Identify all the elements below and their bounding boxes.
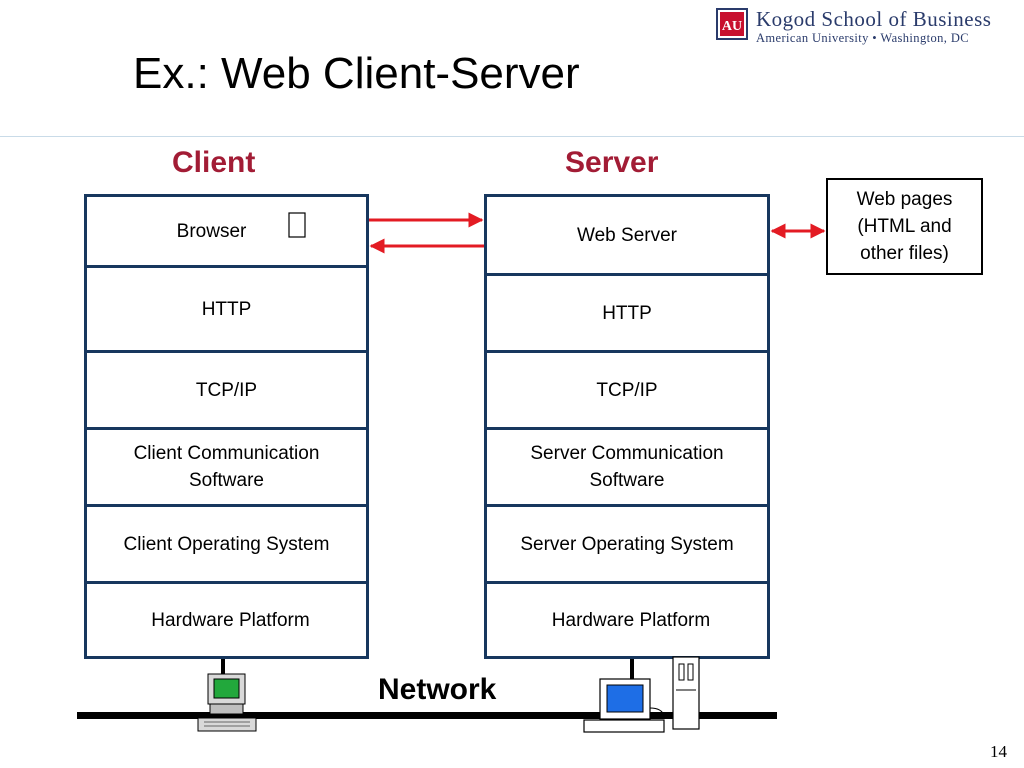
title-divider	[0, 136, 1024, 137]
broken-glyph-icon	[288, 212, 306, 238]
server-layer-label: TCP/IP	[596, 379, 658, 401]
client-layer-browser: Browser	[87, 197, 366, 265]
server-layer-os: Server Operating System	[487, 504, 767, 581]
server-layer-comm-software: Server Communication Software	[487, 427, 767, 504]
client-layer-label: Client Communication Software	[133, 443, 320, 491]
server-layer-label: Server Communication Software	[530, 443, 724, 491]
network-line	[77, 659, 777, 719]
server-layer-label: Server Operating System	[520, 533, 734, 555]
server-layer-http: HTTP	[487, 273, 767, 350]
client-stack: Browser HTTP TCP/IP Client Communication…	[84, 194, 369, 659]
server-layer-hardware: Hardware Platform	[487, 581, 767, 656]
page-number: 14	[990, 742, 1007, 761]
logo-school-name: Kogod School of Business	[756, 7, 992, 31]
server-layer-tcpip: TCP/IP	[487, 350, 767, 427]
client-layer-label: Browser	[176, 220, 247, 242]
logo-university: American University • Washington, DC	[756, 31, 969, 45]
au-logo-icon: AU	[716, 8, 748, 40]
slide-title: Ex.: Web Client-Server	[133, 49, 580, 98]
client-layer-label: HTTP	[201, 298, 252, 320]
server-stack: Web Server HTTP TCP/IP Server Communicat…	[484, 194, 770, 659]
client-layer-hardware: Hardware Platform	[87, 581, 366, 656]
web-pages-box: Web pages (HTML and other files)	[826, 178, 983, 275]
client-layer-label: Hardware Platform	[151, 609, 310, 631]
network-label: Network	[378, 673, 497, 706]
client-computer-icon	[197, 673, 257, 732]
client-layer-comm-software: Client Communication Software	[87, 427, 366, 504]
server-layer-web-server: Web Server	[487, 197, 767, 273]
client-layer-tcpip: TCP/IP	[87, 350, 366, 427]
client-heading: Client	[172, 146, 256, 179]
server-layer-label: HTTP	[602, 302, 652, 324]
server-heading: Server	[565, 146, 659, 179]
client-layer-http: HTTP	[87, 265, 366, 350]
kogod-logo: AU Kogod School of Business American Uni…	[716, 6, 1016, 46]
svg-text:AU: AU	[722, 19, 742, 34]
server-layer-label: Hardware Platform	[551, 609, 711, 631]
server-layer-label: Web Server	[577, 224, 677, 246]
client-layer-label: TCP/IP	[195, 379, 258, 401]
web-pages-label: Web pages (HTML and other files)	[856, 189, 953, 264]
client-layer-os: Client Operating System	[87, 504, 366, 581]
server-computer-icon	[583, 656, 700, 733]
client-layer-label: Client Operating System	[123, 533, 330, 555]
